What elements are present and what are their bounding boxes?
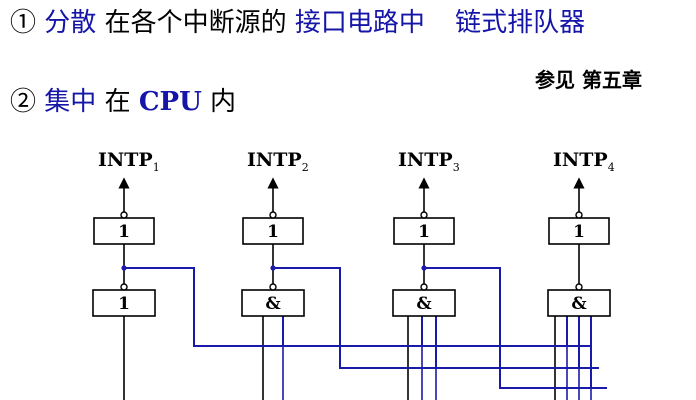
- item2-cpu: CPU: [138, 87, 202, 117]
- lower-gate-label-3: &: [416, 294, 432, 314]
- chain-wire-3: [424, 267, 607, 389]
- item1-line: ① 分散 在各个中断源的 接口电路中 链式排队器: [10, 8, 585, 38]
- upper-gate-1: [93, 217, 155, 245]
- item2-suffix: 内: [210, 87, 237, 117]
- output-label-3: INTP3: [398, 149, 460, 174]
- lower-gate-label-1: 1: [118, 294, 130, 314]
- diagram-labels: 1 1 INTP1 1 & INTP2 1 & INTP3 1 & INTP4: [98, 149, 615, 314]
- upper-gate-2: [242, 217, 304, 245]
- upper-gate-bubble-3: [420, 211, 428, 219]
- item1-term: 分散: [44, 8, 97, 38]
- upper-gate-bubble-2: [269, 211, 277, 219]
- output-label-1: INTP1: [98, 149, 160, 174]
- lower-gate-bubble-3: [420, 283, 428, 291]
- item2-term: 集中: [44, 87, 97, 117]
- upper-gate-bubble-1: [120, 211, 128, 219]
- item2-text: 在: [104, 87, 131, 117]
- lower-gate-1: [92, 289, 156, 317]
- lower-gate-2: [241, 289, 305, 317]
- lower-gate-3: [392, 289, 456, 317]
- upper-gate-label-3: 1: [418, 222, 430, 242]
- output-label-2: INTP2: [247, 149, 309, 174]
- lower-gate-bubble-4: [575, 283, 583, 291]
- chain-wire-2: [273, 267, 599, 369]
- item1-highlight: 接口电路中: [294, 8, 425, 38]
- item2-marker: ②: [10, 87, 37, 117]
- diagram-gates: [92, 211, 611, 317]
- lower-gate-label-2: &: [265, 294, 281, 314]
- upper-gate-bubble-4: [575, 211, 583, 219]
- chapter-reference: 参见 第五章: [535, 68, 642, 92]
- item1-method: 链式排队器: [455, 8, 586, 38]
- priority-chain: [121, 265, 607, 389]
- lower-gate-bubble-1: [120, 283, 128, 291]
- upper-gate-label-1: 1: [118, 222, 130, 242]
- chain-wire-1: [124, 267, 591, 347]
- item1-marker: ①: [10, 8, 37, 38]
- lower-gate-label-4: &: [571, 294, 587, 314]
- item2-line: ② 集中 在 CPU 内: [10, 87, 236, 117]
- upper-gate-label-4: 1: [573, 222, 585, 242]
- output-label-4: INTP4: [553, 149, 615, 174]
- upper-gate-4: [548, 217, 610, 245]
- lower-gate-bubble-2: [269, 283, 277, 291]
- upper-gate-3: [393, 217, 455, 245]
- upper-gate-label-2: 1: [267, 222, 279, 242]
- item1-text: 在各个中断源的: [104, 8, 287, 38]
